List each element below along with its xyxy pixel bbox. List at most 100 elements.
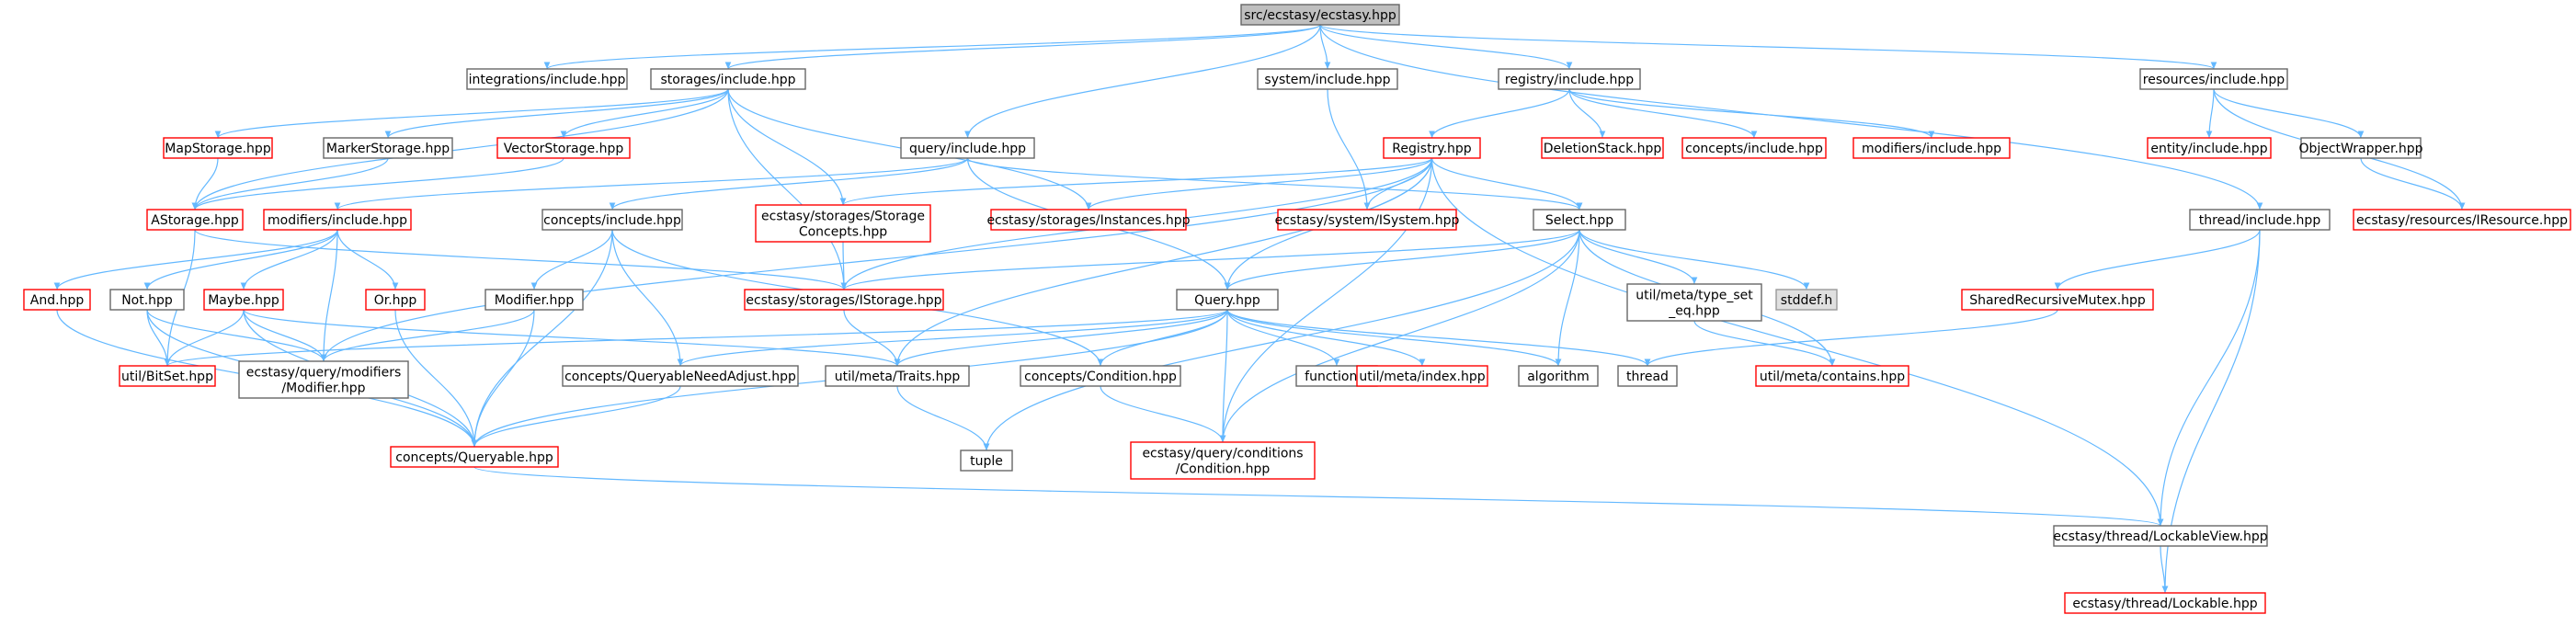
edge-query-inc-to-modifiers-inc <box>334 157 969 211</box>
node-srmutex[interactable]: SharedRecursiveMutex.hpp <box>1961 289 2154 311</box>
node-box <box>109 289 185 311</box>
node-label: And.hpp <box>30 293 85 308</box>
node-lockable[interactable]: ecstasy/thread/Lockable.hpp <box>2064 592 2266 614</box>
node-box <box>562 365 799 387</box>
node-query[interactable]: Query.hpp <box>1176 289 1279 311</box>
edge-maybe-to-bitset <box>164 309 245 367</box>
node-label: Not.hpp <box>121 293 173 308</box>
node-label: Select.hpp <box>1545 213 1613 228</box>
edge-root-to-query-inc <box>964 24 1321 139</box>
node-label: /Condition.hpp <box>1176 462 1271 477</box>
node-label: thread <box>1626 370 1669 384</box>
node-box <box>1240 4 1400 26</box>
node-box <box>2053 525 2268 547</box>
node-instances[interactable]: ecstasy/storages/Instances.hpp <box>986 209 1191 231</box>
node-lockableview[interactable]: ecstasy/thread/LockableView.hpp <box>2053 525 2268 547</box>
node-astorage[interactable]: AStorage.hpp <box>146 209 244 231</box>
node-modifier[interactable]: Modifier.hpp <box>484 289 584 311</box>
node-label: modifiers/include.hpp <box>1862 142 2001 156</box>
edge-query-inc-to-concepts-inc <box>609 157 969 211</box>
edge-registry-inc-to-concepts-inc-r <box>1568 88 1758 139</box>
node-label: tuple <box>970 454 1003 469</box>
node-thread-inc[interactable]: thread/include.hpp <box>2189 209 2331 231</box>
node-not[interactable]: Not.hpp <box>109 289 185 311</box>
edge-storages-inc-to-istorage <box>727 88 848 290</box>
node-qneedadjust[interactable]: concepts/QueryableNeedAdjust.hpp <box>562 365 799 387</box>
node-label: integrations/include.hpp <box>469 73 626 87</box>
node-integrations[interactable]: integrations/include.hpp <box>466 68 628 90</box>
node-label: ecstasy/query/modifiers <box>246 366 402 381</box>
edge-query-to-functional <box>1226 309 1340 367</box>
node-algorithm[interactable]: algorithm <box>1518 365 1599 387</box>
node-concepts-inc[interactable]: concepts/include.hpp <box>541 209 683 231</box>
node-box <box>2147 137 2272 159</box>
node-box <box>744 289 944 311</box>
node-select[interactable]: Select.hpp <box>1533 209 1626 231</box>
node-label: ecstasy/thread/Lockable.hpp <box>2072 597 2257 611</box>
node-bitset[interactable]: util/BitSet.hpp <box>119 365 216 387</box>
node-modifiers-inc-r[interactable]: modifiers/include.hpp <box>1852 137 2011 159</box>
node-box <box>1681 137 1827 159</box>
node-label: Concepts.hpp <box>799 225 887 240</box>
node-storages-inc[interactable]: storages/include.hpp <box>650 68 806 90</box>
node-box <box>900 137 1035 159</box>
node-thread[interactable]: thread <box>1617 365 1678 387</box>
node-concepts-cond[interactable]: concepts/Condition.hpp <box>1020 365 1181 387</box>
node-box <box>203 289 284 311</box>
node-typeseteq[interactable]: util/meta/type_set_eq.hpp <box>1626 283 1762 322</box>
node-isystem[interactable]: ecstasy/system/ISystem.hpp <box>1275 209 1460 231</box>
node-resources-inc[interactable]: resources/include.hpp <box>2139 68 2288 90</box>
node-label: util/meta/contains.hpp <box>1760 370 1905 384</box>
node-registry[interactable]: Registry.hpp <box>1383 137 1481 159</box>
edge-registry-inc-to-registry <box>1429 88 1570 139</box>
node-root[interactable]: src/ecstasy/ecstasy.hpp <box>1240 4 1400 26</box>
node-mapstorage[interactable]: MapStorage.hpp <box>163 137 273 159</box>
edge-storages-inc-to-markerstorage <box>384 88 729 139</box>
node-vectorstorage[interactable]: VectorStorage.hpp <box>496 137 631 159</box>
node-box <box>1541 137 1664 159</box>
node-contains[interactable]: util/meta/contains.hpp <box>1755 365 1909 387</box>
node-box <box>238 360 409 399</box>
node-queryable[interactable]: concepts/Queryable.hpp <box>390 446 559 468</box>
edge-concepts-inc-to-qneedadjust <box>611 229 684 367</box>
node-or[interactable]: Or.hpp <box>365 289 426 311</box>
node-system-inc[interactable]: system/include.hpp <box>1257 68 1398 90</box>
node-modifier-full[interactable]: ecstasy/query/modifiers/Modifier.hpp <box>238 360 409 399</box>
node-tuple[interactable]: tuple <box>960 450 1013 472</box>
edge-registry-to-storageconcepts <box>839 157 1433 206</box>
node-traits[interactable]: util/meta/Traits.hpp <box>825 365 970 387</box>
node-label: entity/include.hpp <box>2150 142 2267 156</box>
edge-registry-to-condition <box>1219 157 1433 443</box>
edge-thread-inc-to-lockableview <box>2157 229 2261 527</box>
node-box <box>163 137 273 159</box>
node-concepts-inc-r[interactable]: concepts/include.hpp <box>1681 137 1827 159</box>
node-query-inc[interactable]: query/include.hpp <box>900 137 1035 159</box>
node-label: ecstasy/storages/Instances.hpp <box>986 213 1190 228</box>
node-box <box>755 204 931 243</box>
node-entity-inc[interactable]: entity/include.hpp <box>2147 137 2272 159</box>
node-metaindex[interactable]: util/meta/index.hpp <box>1356 365 1488 387</box>
node-label: modifiers/include.hpp <box>268 213 407 228</box>
node-maybe[interactable]: Maybe.hpp <box>203 289 284 311</box>
node-deletionstack[interactable]: DeletionStack.hpp <box>1541 137 1664 159</box>
node-modifiers-inc[interactable]: modifiers/include.hpp <box>263 209 412 231</box>
node-label: ecstasy/thread/LockableView.hpp <box>2053 529 2267 544</box>
node-stddef[interactable]: stddef.h <box>1775 289 1838 311</box>
node-objectwrapper[interactable]: ObjectWrapper.hpp <box>2298 137 2423 159</box>
edge-modifiers-inc-to-maybe <box>240 229 338 290</box>
edge-select-to-algorithm <box>1555 229 1580 367</box>
node-box <box>1020 365 1181 387</box>
node-istorage[interactable]: ecstasy/storages/IStorage.hpp <box>744 289 944 311</box>
node-box <box>2064 592 2266 614</box>
node-registry-inc[interactable]: registry/include.hpp <box>1498 68 1641 90</box>
edge-query-to-algorithm <box>1226 309 1562 367</box>
edge-registry-inc-to-modifiers-inc-r <box>1568 88 1935 139</box>
node-box <box>365 289 426 311</box>
node-label: ObjectWrapper.hpp <box>2298 142 2422 156</box>
edge-select-to-condition <box>1219 229 1580 443</box>
node-iresource[interactable]: ecstasy/resources/IResource.hpp <box>2353 209 2571 231</box>
node-and[interactable]: And.hpp <box>23 289 91 311</box>
node-markerstorage[interactable]: MarkerStorage.hpp <box>323 137 453 159</box>
node-condition[interactable]: ecstasy/query/conditions/Condition.hpp <box>1130 441 1316 480</box>
